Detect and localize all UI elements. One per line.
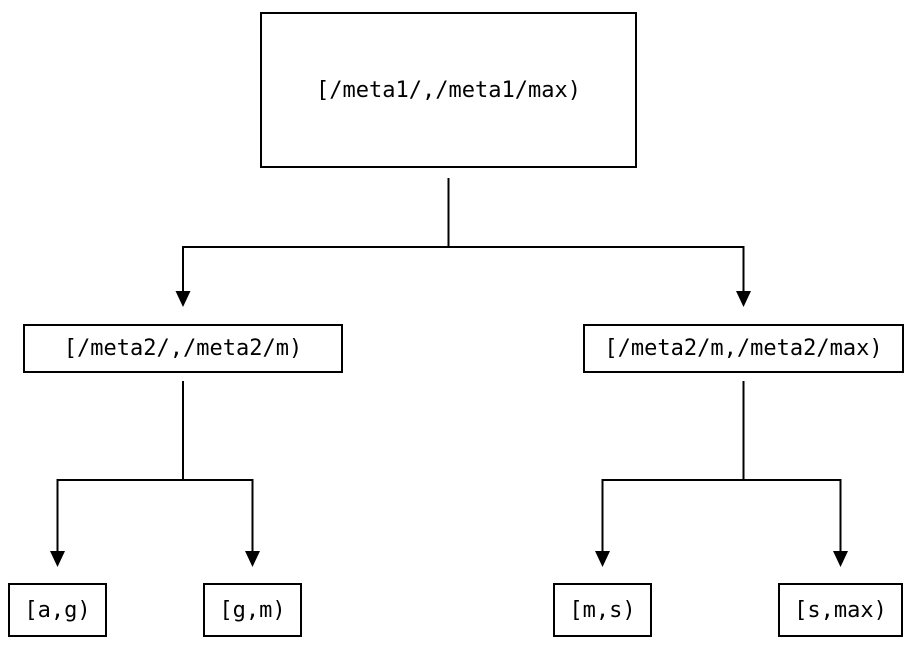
node-leaf-ag: [a,g) <box>8 583 107 637</box>
node-leaf-smax: [s,max) <box>778 583 903 637</box>
node-right-child: [/meta2/m,/meta2/max) <box>583 324 904 373</box>
node-leaf-gm: [g,m) <box>203 583 302 637</box>
arrowhead-to-leaf-ms <box>595 551 610 567</box>
arrowhead-to-left <box>175 291 191 307</box>
node-root: [/meta1/,/meta1/max) <box>260 12 637 168</box>
node-left-child: [/meta2/,/meta2/m) <box>23 324 343 373</box>
arrowhead-to-right <box>736 291 751 307</box>
arrowhead-to-leaf-gm <box>245 551 260 567</box>
arrowhead-to-leaf-smax <box>833 551 848 567</box>
arrowhead-to-leaf-ag <box>50 551 65 567</box>
node-leaf-ms: [m,s) <box>553 583 652 637</box>
